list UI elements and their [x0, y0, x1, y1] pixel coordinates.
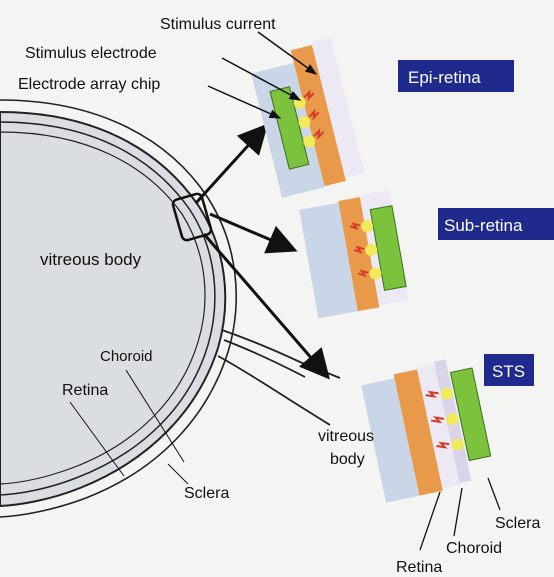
badge-sub-retina: Sub-retina: [438, 208, 554, 240]
arrow-to-sub: [210, 214, 292, 249]
label-choroid-detail: Choroid: [446, 540, 502, 557]
badge-epi-retina-label: Epi-retina: [408, 68, 481, 87]
badge-epi-retina: Epi-retina: [398, 60, 514, 92]
label-choroid-eye: Choroid: [100, 348, 153, 365]
leader-choroid-detail: [454, 488, 462, 536]
leader-sclera-detail: [488, 478, 500, 510]
badge-sub-retina-label: Sub-retina: [444, 216, 523, 235]
arrow-to-epi: [196, 128, 264, 203]
vitreous-body-region: [0, 112, 225, 506]
sub-retina-detail: [299, 190, 409, 318]
sts-detail: [360, 354, 496, 502]
label-sclera-eye: Sclera: [184, 485, 229, 502]
badge-sts: STS: [484, 354, 534, 386]
badge-sts-label: STS: [492, 362, 525, 381]
label-vitreous-body-detail: vitreous: [318, 428, 374, 445]
optic-nerve: [218, 330, 340, 425]
label-stimulus-current: Stimulus current: [160, 16, 276, 33]
leader-sclera-eye: [168, 464, 188, 484]
label-vitreous-body-eye: vitreous body: [40, 250, 142, 269]
label-vitreous-body-detail-2: body: [330, 451, 365, 468]
label-stimulus-electrode: Stimulus electrode: [25, 45, 157, 62]
label-retina-detail: Retina: [396, 559, 442, 576]
epi-retina-detail: [247, 37, 365, 198]
label-sclera-detail: Sclera: [495, 515, 540, 532]
leader-retina-detail: [420, 492, 440, 550]
label-electrode-array-chip: Electrode array chip: [18, 76, 160, 93]
label-retina-eye: Retina: [62, 382, 108, 399]
